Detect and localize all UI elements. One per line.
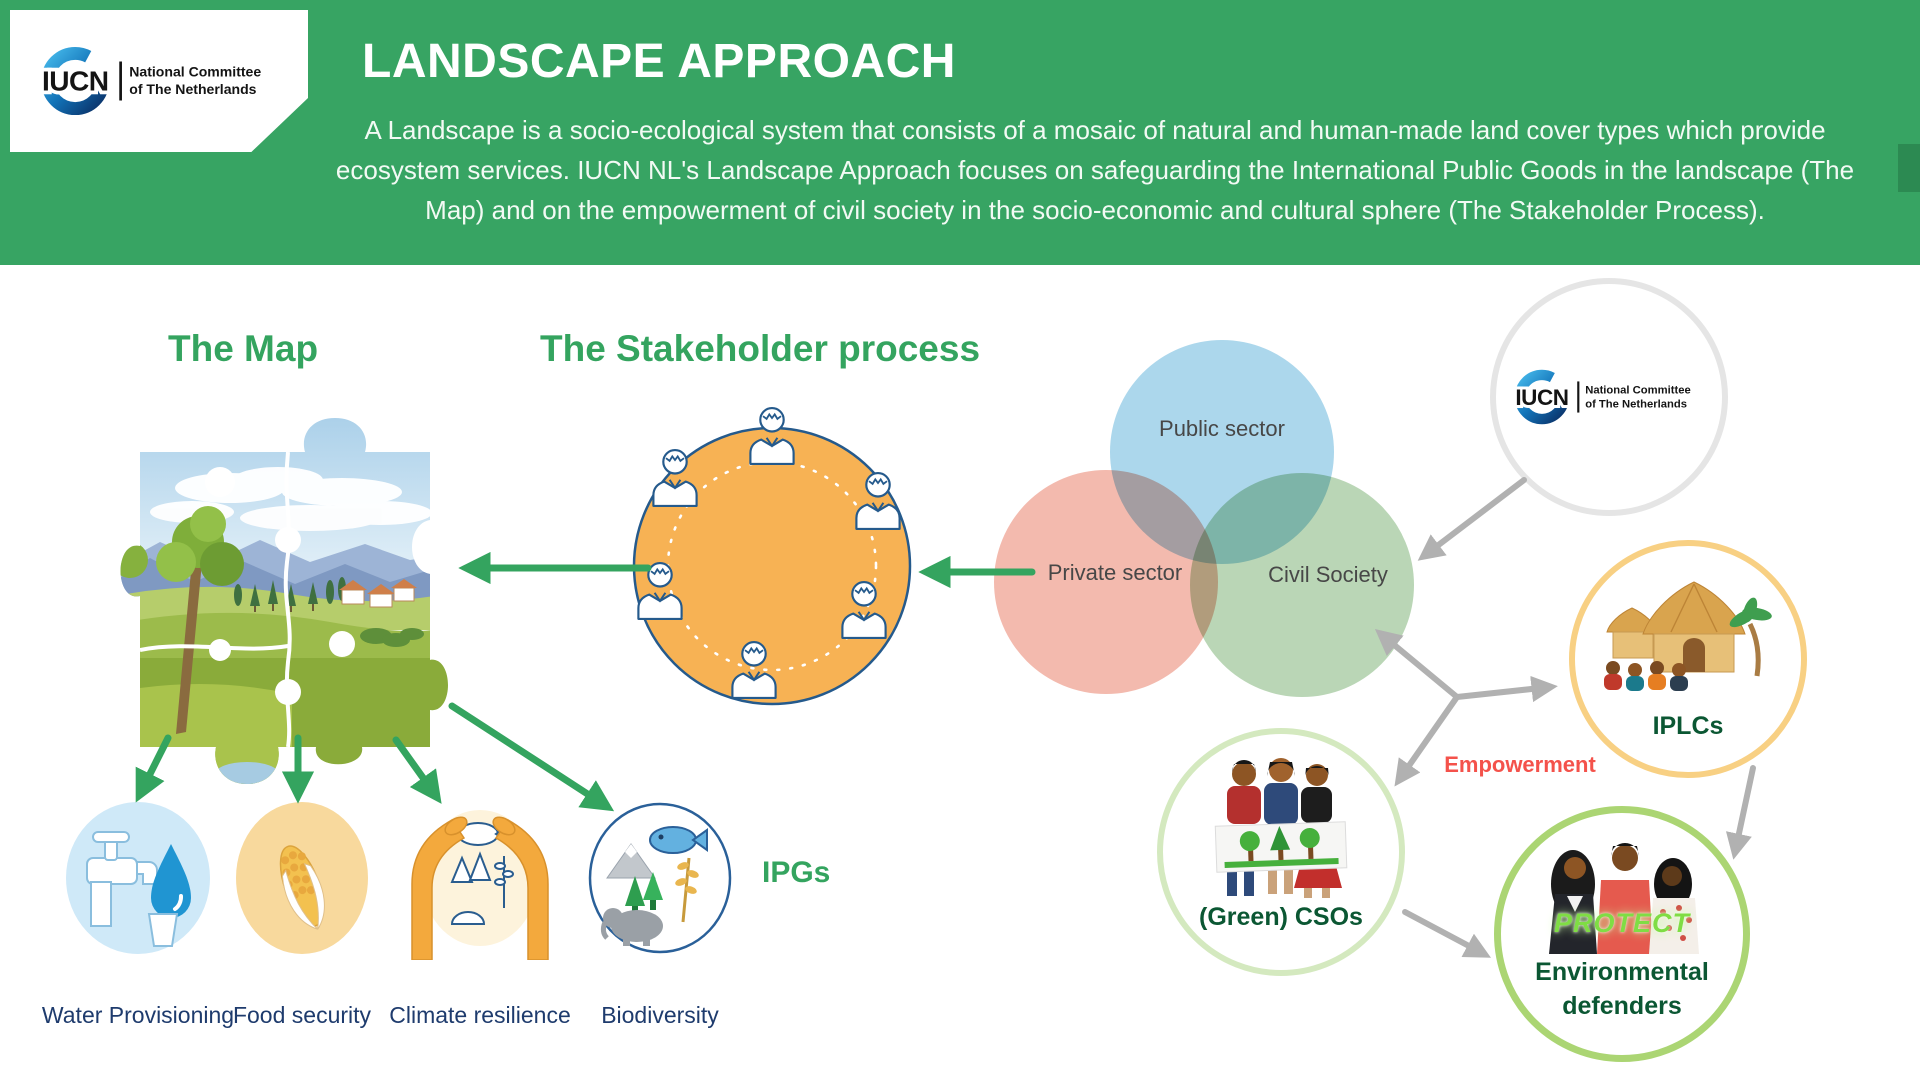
iucn-ring-icon bbox=[41, 46, 110, 116]
iplcs-label: IPLCs bbox=[1652, 712, 1724, 740]
ipg-label-biodiversity: Biodiversity bbox=[601, 1002, 719, 1028]
committee-line1: National Committee bbox=[1585, 385, 1691, 397]
elephant bbox=[600, 908, 663, 946]
puzzle-landscape-illustration bbox=[120, 418, 448, 784]
cup bbox=[147, 913, 179, 947]
faucet bbox=[86, 831, 158, 927]
iucn-logo-small: IUCN National Committee of The Netherlan… bbox=[1512, 369, 1691, 425]
iplcs-illustration bbox=[1604, 581, 1772, 691]
puzzle-knob-gaps bbox=[205, 467, 355, 705]
iucn-node-circle: IUCN National Committee of The Netherlan… bbox=[1490, 278, 1728, 516]
defenders-label-line2: defenders bbox=[1562, 992, 1682, 1020]
ipgs-label: IPGs bbox=[762, 856, 831, 889]
arrow-csos-to-defenders bbox=[1402, 909, 1491, 958]
clouds bbox=[150, 467, 432, 531]
arrow-hub-to-iplcs bbox=[1454, 675, 1558, 703]
arrow-iplcs-to-defenders bbox=[1725, 765, 1756, 860]
iucn-logo-card: IUCN National Committee of The Netherlan… bbox=[10, 10, 308, 152]
iucn-logo: IUCN National Committee of The Netherlan… bbox=[38, 46, 261, 116]
stakeholder-circle-illustration bbox=[632, 407, 912, 706]
csos-label: (Green) CSOs bbox=[1199, 903, 1363, 931]
committee-line2: of The Netherlands bbox=[1585, 398, 1687, 410]
private-sector-label: Private sector bbox=[1047, 560, 1183, 585]
page-title: LANDSCAPE APPROACH bbox=[362, 35, 956, 88]
iucn-acronym: IUCN bbox=[42, 66, 109, 97]
map-heading: The Map bbox=[168, 328, 319, 369]
private-sector-circle bbox=[994, 470, 1218, 694]
defenders-people bbox=[1549, 843, 1699, 954]
water-tap-drop-icon bbox=[66, 802, 210, 954]
header-band bbox=[0, 0, 1920, 265]
csos-people bbox=[1227, 758, 1342, 898]
ipg-label-food: Food security bbox=[232, 1002, 372, 1028]
iplcs-node-circle bbox=[1569, 540, 1807, 778]
csos-illustration bbox=[1214, 758, 1348, 898]
corn-icon bbox=[236, 802, 368, 954]
ecosystem-mini-icons bbox=[450, 822, 514, 925]
ipg-label-climate: Climate resilience bbox=[389, 1002, 571, 1028]
hands bbox=[411, 816, 549, 960]
committee-line2: of The Netherlands bbox=[129, 81, 256, 97]
pond bbox=[215, 762, 279, 784]
stakeholder-heading: The Stakeholder process bbox=[540, 328, 981, 369]
empowerment-label: Empowerment bbox=[1444, 752, 1596, 777]
sectors-venn-diagram bbox=[994, 340, 1414, 697]
fish-trees-elephant-icon bbox=[588, 802, 732, 954]
civil-society-circle bbox=[1190, 473, 1414, 697]
public-sector-label: Public sector bbox=[1159, 416, 1285, 441]
ipg-label-water: Water Provisioning bbox=[41, 1002, 235, 1028]
protect-label: PROTECT bbox=[1553, 908, 1690, 938]
hands-holding-ecosystem-icon bbox=[411, 810, 549, 960]
iplcs-people bbox=[1604, 661, 1688, 691]
biodiversity-elements bbox=[600, 826, 708, 946]
bushes bbox=[360, 628, 424, 647]
defenders-illustration bbox=[1549, 843, 1699, 954]
page-description: A Landscape is a socio-ecological system… bbox=[335, 115, 1855, 225]
iucn-ring-icon bbox=[1514, 369, 1570, 425]
civil-society-label: Civil Society bbox=[1268, 562, 1388, 587]
village-houses bbox=[339, 579, 417, 608]
committee-line1: National Committee bbox=[129, 64, 261, 80]
banner-trees bbox=[1239, 826, 1320, 862]
defenders-label-line1: Environmental bbox=[1535, 958, 1709, 986]
iucn-acronym: IUCN bbox=[1515, 385, 1568, 410]
palm-fronds bbox=[1729, 597, 1772, 628]
header-accent-tab bbox=[1898, 144, 1920, 192]
corn bbox=[279, 845, 325, 930]
csos-banner bbox=[1214, 821, 1348, 873]
